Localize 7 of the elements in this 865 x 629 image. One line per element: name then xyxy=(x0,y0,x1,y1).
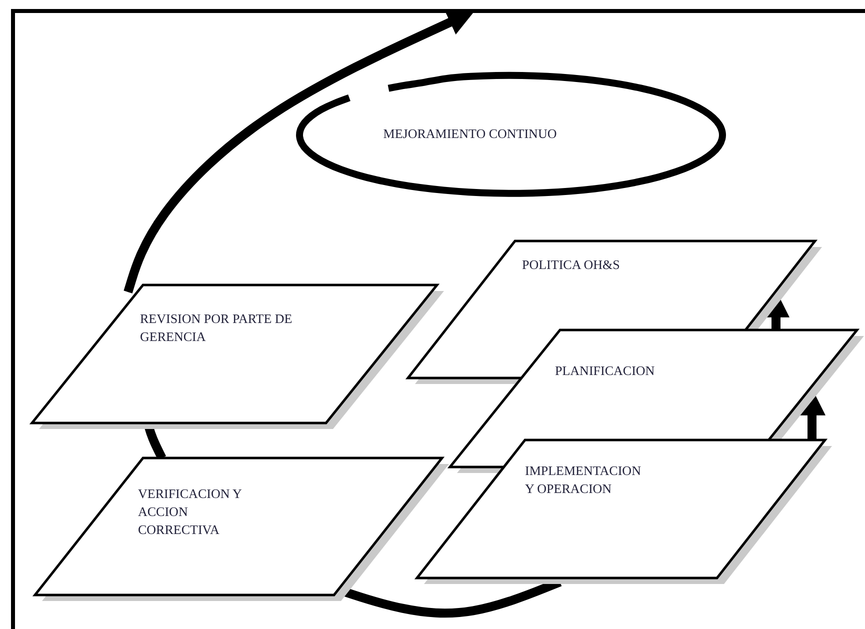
node-label: POLITICA OH&S xyxy=(522,256,621,274)
node-label: VERIFICACION Y ACCION CORRECTIVA xyxy=(138,485,242,539)
node-label: REVISION POR PARTE DE GERENCIA xyxy=(140,310,294,346)
curved-arrow xyxy=(124,10,475,294)
node-label: MEJORAMIENTO CONTINUO xyxy=(382,125,558,143)
node-label: PLANIFICACION xyxy=(555,362,656,380)
node-label: IMPLEMENTACION Y OPERACION xyxy=(525,462,642,498)
